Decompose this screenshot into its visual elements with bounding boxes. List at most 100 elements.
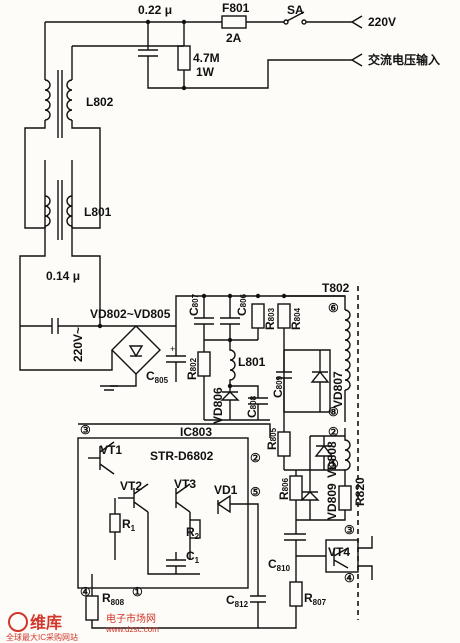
label-pin8: ⑧ xyxy=(328,405,339,419)
label-c1: C xyxy=(186,549,195,563)
watermark-site: 电子市场网 xyxy=(106,612,156,625)
label-mains: 220V xyxy=(368,15,396,29)
label-resistor-value: 4.7M xyxy=(193,51,220,65)
label-r803-sub: 803 xyxy=(267,307,276,321)
watermark: 维库 电子市场网 www.dzsc.com 全球最大IC采购网站 xyxy=(6,612,159,642)
label-r1: R xyxy=(122,517,131,531)
label-pin2b: ② xyxy=(250,451,261,465)
label-r820: R820 xyxy=(353,477,367,506)
label-r2-sub: 2 xyxy=(195,532,200,541)
label-r807-sub: 807 xyxy=(313,598,327,607)
svg-text:R1: R1 xyxy=(122,517,136,533)
svg-text:C809: C809 xyxy=(271,375,285,398)
label-fuse-rating: 2A xyxy=(226,31,242,45)
fuse-f801 xyxy=(221,15,247,29)
label-resistor-power: 1W xyxy=(196,65,215,79)
svg-text:R805: R805 xyxy=(265,427,279,450)
switch-sa-blade xyxy=(286,11,305,22)
choke-l802 xyxy=(24,22,101,229)
label-r808: R xyxy=(102,591,111,605)
svg-text:R808: R808 xyxy=(102,591,125,607)
label-choke-lower: L801 xyxy=(84,205,112,219)
switch-sa-contact-a xyxy=(283,19,289,25)
input-section xyxy=(45,11,363,91)
label-ic-name: STR-D6802 xyxy=(150,449,214,463)
svg-text:C806: C806 xyxy=(235,293,249,316)
watermark-url: www.dzsc.com xyxy=(105,625,159,634)
label-pin6: ⑥ xyxy=(328,301,339,315)
label-r2: R xyxy=(186,525,195,539)
svg-text:R802: R802 xyxy=(185,357,199,380)
label-c812: C xyxy=(226,593,235,607)
label-vd808: VD808 xyxy=(325,441,339,478)
label-pin1a: ① xyxy=(328,457,339,471)
label-c807-sub: 807 xyxy=(191,293,200,307)
label-l801b: L801 xyxy=(238,355,266,369)
label-c812-sub: 812 xyxy=(235,600,249,609)
svg-text:R803: R803 xyxy=(263,307,277,330)
label-fuse: F801 xyxy=(222,1,250,15)
label-vt1: VT1 xyxy=(100,443,122,457)
label-cap-bottom: 0.14 μ xyxy=(46,269,80,283)
svg-text:R804: R804 xyxy=(289,307,303,330)
label-c805-sub: 805 xyxy=(155,376,169,385)
label-pin5: ⑤ xyxy=(250,485,261,499)
primary-side xyxy=(194,286,373,620)
label-vd807: VD807 xyxy=(331,371,345,408)
label-vt3: VT3 xyxy=(174,477,196,491)
labels: 0.22 μ F801 2A SA 220V 4.7M 1W 交流电压输入 L8… xyxy=(46,1,440,609)
label-r1-sub: 1 xyxy=(131,524,136,533)
label-r805-sub: 805 xyxy=(269,427,278,441)
label-t802: T802 xyxy=(322,281,350,295)
label-ac-input: 交流电压输入 xyxy=(368,52,440,67)
svg-text:+: + xyxy=(170,344,175,354)
label-vd1: VD1 xyxy=(214,483,238,497)
label-vd806: VD806 xyxy=(211,387,225,424)
label-c809: C xyxy=(271,389,285,398)
label-pin3b: ③ xyxy=(344,523,355,537)
label-vt2: VT2 xyxy=(120,479,142,493)
svg-text:R806: R806 xyxy=(277,477,291,500)
choke-l801 xyxy=(19,160,101,371)
svg-text:R807: R807 xyxy=(304,591,327,607)
switch-sa-contact-b xyxy=(301,19,307,25)
label-switch: SA xyxy=(287,3,304,17)
label-c807: C xyxy=(187,307,201,316)
svg-text:C808: C808 xyxy=(245,395,259,418)
label-vd809: VD809 xyxy=(325,483,339,520)
label-pin2a: ② xyxy=(328,425,339,439)
label-c806: C xyxy=(235,307,249,316)
label-r806-sub: 806 xyxy=(281,477,290,491)
label-vt4: VT4 xyxy=(328,545,350,559)
bridge-rectifier xyxy=(111,325,161,375)
label-r804: R xyxy=(289,321,303,330)
label-ic: IC803 xyxy=(180,425,212,439)
label-r806: R xyxy=(277,491,291,500)
label-bridge-in: 220V~ xyxy=(71,327,85,362)
watermark-logo-icon xyxy=(8,612,28,632)
label-c805: C xyxy=(146,369,155,383)
label-c808: C xyxy=(245,409,259,418)
label-c808-sub: 808 xyxy=(249,395,258,409)
svg-text:C805: C805 xyxy=(146,369,169,385)
label-r804-sub: 804 xyxy=(293,307,302,321)
label-c1-sub: 1 xyxy=(195,556,200,565)
bridge-diode-symbol xyxy=(128,345,144,358)
bottom-section xyxy=(85,595,297,629)
label-pin3a: ③ xyxy=(80,423,91,437)
label-pin4b: ④ xyxy=(80,585,91,599)
label-r803: R xyxy=(263,321,277,330)
label-c809-sub: 809 xyxy=(275,375,284,389)
svg-text:C810: C810 xyxy=(268,557,291,573)
watermark-brand: 维库 xyxy=(30,613,62,632)
label-c810: C xyxy=(268,557,277,571)
label-pin1b: ① xyxy=(132,585,143,599)
resistor-4-7m xyxy=(177,45,191,71)
label-pin4a: ④ xyxy=(344,571,355,585)
svg-text:C812: C812 xyxy=(226,593,249,609)
label-r807: R xyxy=(304,591,313,605)
svg-text:C807: C807 xyxy=(187,293,201,316)
label-r808-sub: 808 xyxy=(111,598,125,607)
label-r802: R xyxy=(185,371,199,380)
